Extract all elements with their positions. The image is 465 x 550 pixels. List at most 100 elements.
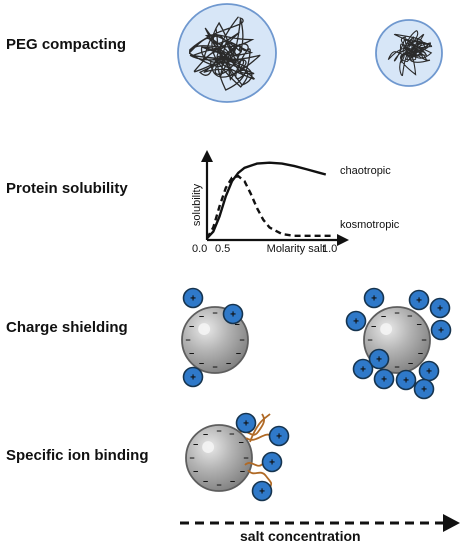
salt-arrow-head [443,514,460,532]
cation-circle [182,366,204,388]
series-label-kosmotropic: kosmotropic [340,219,400,231]
cation: + [182,287,204,309]
positive-charge: + [438,326,444,337]
negative-charge: − [230,476,235,486]
negative-charge: − [371,322,376,332]
row-label-ion-binding: Specific ion binding [6,447,149,464]
row-label-solubility: Protein solubility [6,180,128,197]
sphere-highlight [198,323,211,336]
cation-circle [352,358,374,380]
cation: + [268,425,290,447]
negative-charge: − [203,476,208,486]
negative-charge: − [243,453,248,463]
negative-charge: − [408,358,413,368]
cation: + [345,310,367,332]
negative-charge: − [407,311,412,321]
cation: + [368,348,390,370]
negative-charge: − [240,467,245,477]
x-axis-label: Molarity salt [267,243,326,255]
cation: + [429,297,451,319]
negative-charge: − [189,349,194,359]
row-label-charge: Charge shielding [6,319,128,336]
negative-charge: − [394,308,399,318]
negative-charge: − [189,453,194,463]
row-label-peg: PEG compacting [6,36,127,53]
cation: + [408,289,430,311]
cation-circle [268,425,290,447]
positive-charge: + [230,310,236,321]
cation-circle [222,303,244,325]
cation-circle [368,348,390,370]
cation: + [222,303,244,325]
y-axis-label: solubility [191,183,203,226]
series-line-kosmotropic [205,174,332,239]
peg-coil-large [177,3,277,103]
negative-charge: − [236,349,241,359]
cation: + [373,368,395,390]
cation-circle [345,310,367,332]
polymer-strand [387,29,433,77]
positive-charge: + [353,317,359,328]
salt-concentration-label: salt concentration [240,528,361,544]
negative-charge: − [229,429,234,439]
positive-charge: + [360,365,366,376]
cation: + [363,287,385,309]
positive-charge: + [416,296,422,307]
protein-with-bound-ions: −−−−−−−−−−−− [185,424,253,492]
positive-charge: + [190,373,196,384]
salt-arrow [180,514,460,532]
positive-charge: + [259,487,265,498]
negative-charge: − [203,430,208,440]
cation: + [430,319,452,341]
x-tick-1: 0.5 [215,243,230,255]
solubility-chart: solubility Molarity salt 0.0 0.5 1.0 cha… [191,150,400,255]
cation-circle [251,480,273,502]
cation-circle [413,378,435,400]
cation: + [413,378,435,400]
negative-charge: − [216,480,221,490]
negative-charge: − [421,335,426,345]
negative-charge: − [418,349,423,359]
protein-sphere [185,424,253,492]
sphere-highlight [202,441,215,454]
negative-charge: − [238,438,243,448]
cation-circle [235,412,257,434]
cation: + [261,451,283,473]
cation-circle [363,287,385,309]
polymer-strand [189,15,261,91]
negative-charge: − [185,335,190,345]
positive-charge: + [269,458,275,469]
particles-layer: −−−−−−−−−−−−+++−−−−−−−−−−−−+++++++++++−−… [181,287,452,502]
positive-charge: + [276,432,282,443]
y-axis-arrow [201,150,213,162]
x-tick-0: 0.0 [192,243,207,255]
negative-charge: − [199,312,204,322]
peg-coil-small [375,19,443,87]
positive-charge: + [421,385,427,396]
cation-circle [395,369,417,391]
x-tick-2: 1.0 [322,243,337,255]
x-axis-arrow [337,234,349,246]
cation: + [235,412,257,434]
cation: + [418,360,440,382]
cation: + [251,480,273,502]
positive-charge: + [371,294,377,305]
negative-charge: − [212,308,217,318]
cation-circle [261,451,283,473]
negative-charge: − [394,362,399,372]
negative-charge: − [239,335,244,345]
series-line-chaotropic [206,161,327,240]
cation-circle [408,289,430,311]
cation-circle [373,368,395,390]
negative-charge: − [416,320,421,330]
negative-charge: − [216,426,221,436]
positive-charge: + [403,376,409,387]
cation: + [352,358,374,380]
negative-charge: − [193,440,198,450]
positive-charge: + [426,367,432,378]
negative-charge: − [199,358,204,368]
peg-polymer-small [387,29,433,77]
tether-strand [247,469,273,489]
series-label-chaotropic: chaotropic [340,165,391,177]
